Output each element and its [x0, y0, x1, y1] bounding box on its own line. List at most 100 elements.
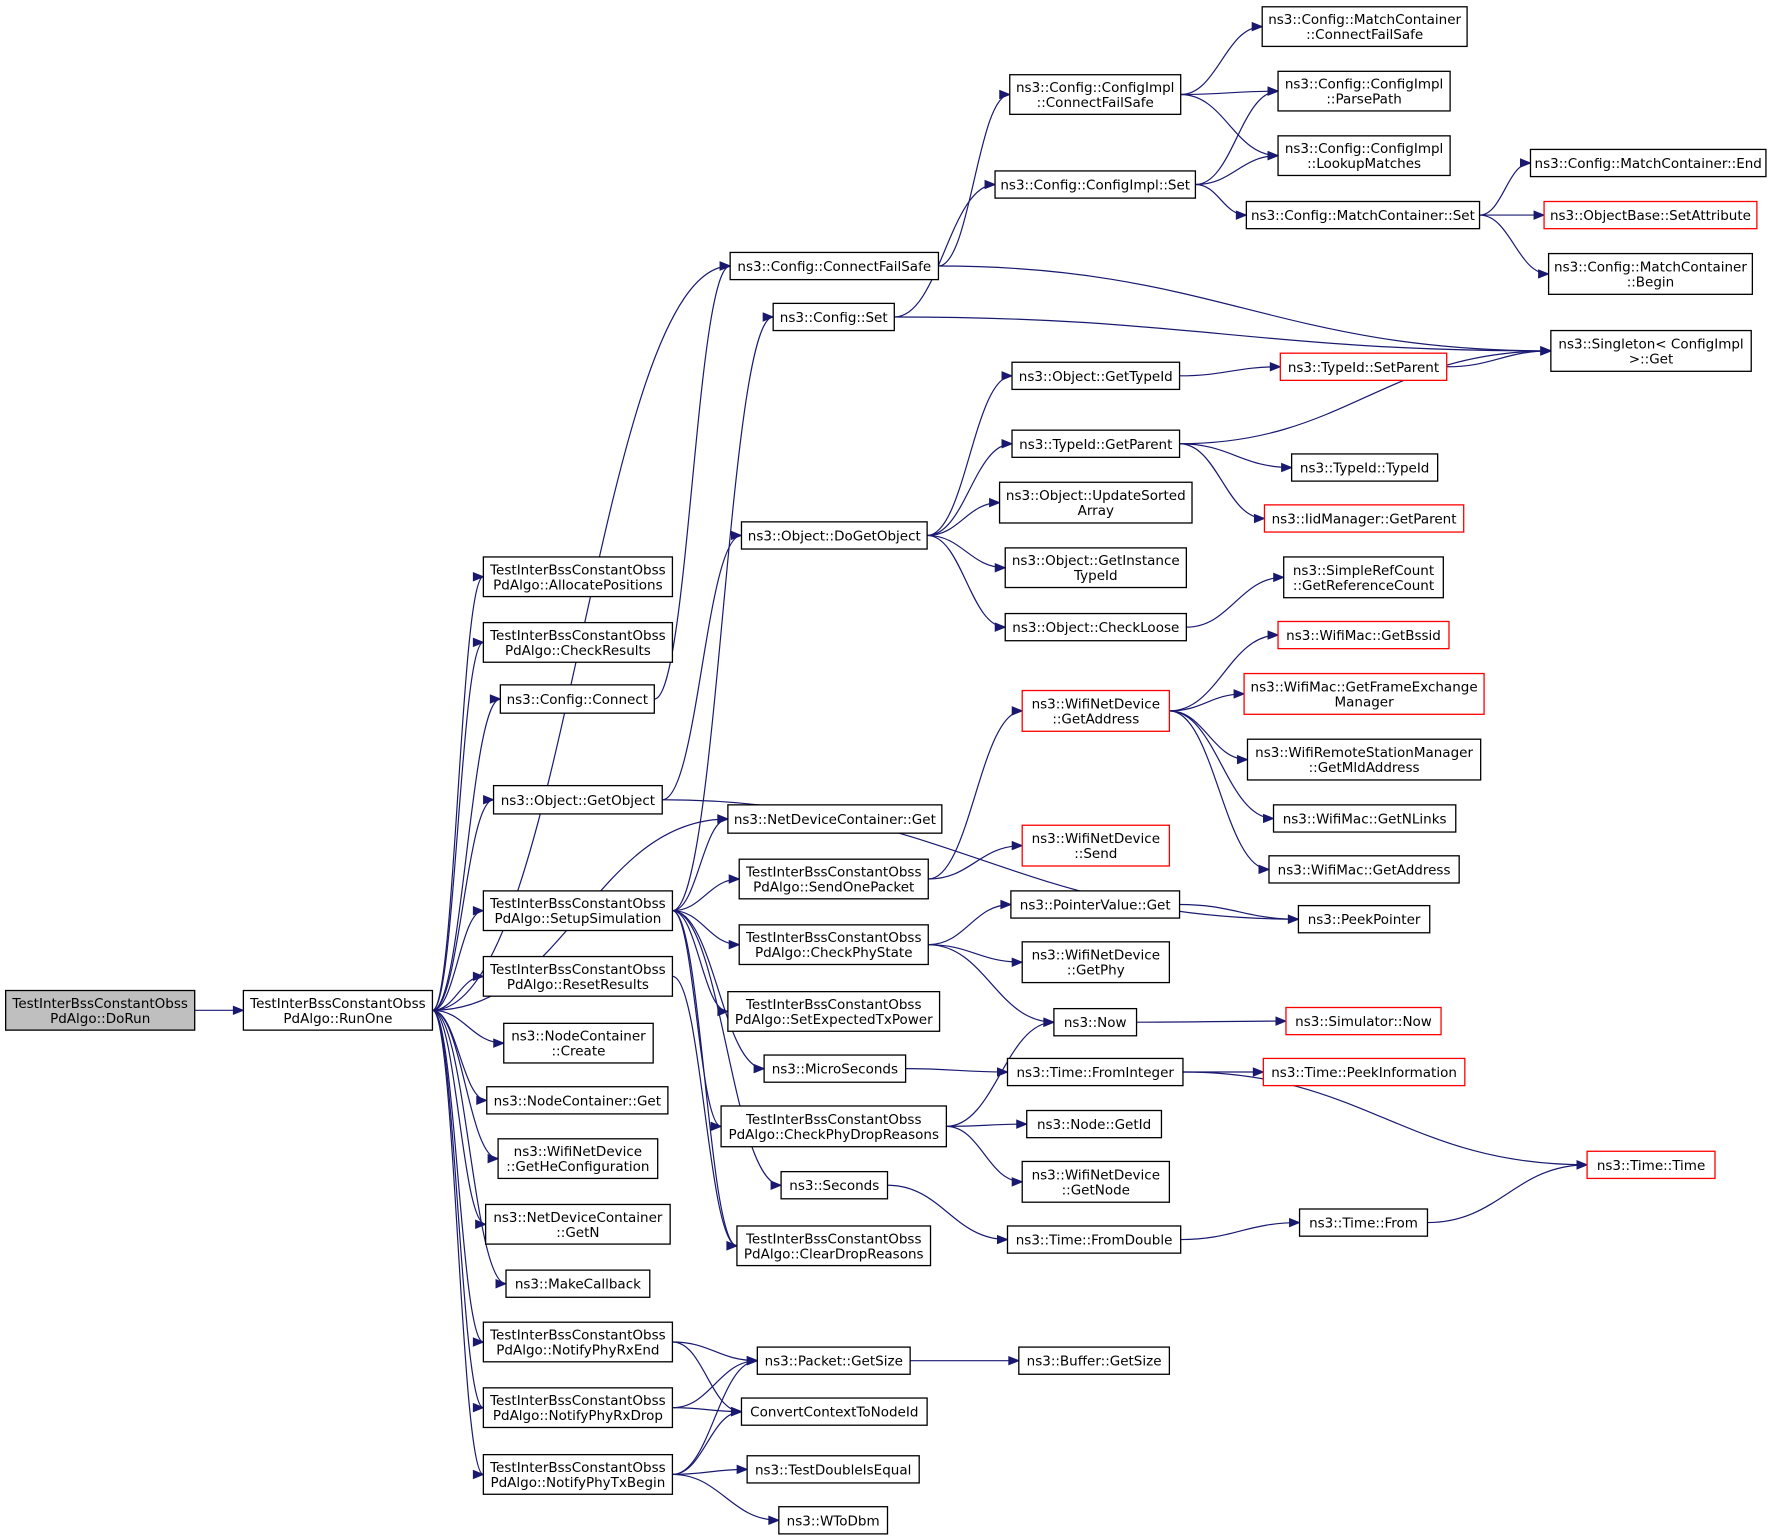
node-tidtypeid[interactable]: ns3::TypeId::TypeId — [1290, 453, 1439, 482]
node-objcheckloose[interactable]: ns3::Object::CheckLoose — [1004, 612, 1188, 642]
node-cfgconnect[interactable]: ns3::Config::Connect — [499, 684, 655, 714]
node-box — [242, 989, 434, 1031]
node-singleton[interactable]: ns3::Singleton< ConfigImpl >::Get — [1550, 329, 1752, 372]
node-notifyrxdrop[interactable]: TestInterBssConstantObssPdAlgo::NotifyPh… — [482, 1387, 674, 1429]
node-mcend[interactable]: ns3::Config::MatchContainer::End — [1529, 148, 1767, 178]
node-label-line: ns3::WifiNetDevice — [1032, 1167, 1160, 1183]
edge-setupsim-to-ndcget — [672, 814, 730, 912]
node-testdbl[interactable]: ns3::TestDoubleIsEqual — [746, 1455, 920, 1484]
edge-line — [1179, 366, 1281, 377]
edge-arrowhead — [1269, 362, 1282, 372]
node-iidgetparent[interactable]: ns3::IidManager::GetParent — [1263, 504, 1465, 533]
node-bufgetsize[interactable]: ns3::Buffer::GetSize — [1018, 1346, 1171, 1375]
node-wtodbm[interactable]: ns3::WToDbm — [778, 1506, 889, 1535]
node-box — [1283, 556, 1444, 599]
node-sendone[interactable]: TestInterBssConstantObssPdAlgo::SendOneP… — [738, 858, 929, 900]
node-simnow[interactable]: ns3::Simulator::Now — [1285, 1006, 1442, 1036]
node-timefromdbl[interactable]: ns3::Time::FromDouble — [1006, 1225, 1182, 1254]
node-cfgconnectfs[interactable]: ns3::Config::ConnectFailSafe — [729, 251, 940, 281]
edge-line — [928, 944, 1054, 1023]
node-setexptx[interactable]: TestInterBssConstantObssPdAlgo::SetExpec… — [727, 990, 941, 1032]
edge-arrowhead — [726, 1241, 739, 1251]
node-wndgetaddr[interactable]: ns3::WifiNetDevice::GetAddress — [1021, 689, 1171, 732]
node-notifyrxend[interactable]: TestInterBssConstantObssPdAlgo::NotifyPh… — [482, 1321, 674, 1363]
node-box — [1297, 904, 1431, 934]
node-ncget[interactable]: ns3::NodeContainer::Get — [486, 1086, 669, 1115]
edge-dogetobject-to-tidgetparent — [927, 439, 1014, 537]
node-getobject[interactable]: ns3::Object::GetObject — [492, 784, 663, 815]
node-timefromint[interactable]: ns3::Time::FromInteger — [1006, 1057, 1184, 1087]
edge-line — [938, 265, 1551, 352]
edge-mcset-to-obsetattr — [1479, 210, 1546, 220]
node-label-line: ns3::WifiMac::GetAddress — [1278, 862, 1451, 878]
node-seconds[interactable]: ns3::Seconds — [780, 1170, 889, 1200]
edge-runone-to-cfgconnect — [432, 694, 502, 1011]
node-implset[interactable]: ns3::Config::ConfigImpl::Set — [994, 170, 1197, 199]
node-implconnfs[interactable]: ns3::Config::ConfigImpl::ConnectFailSafe — [1009, 74, 1182, 115]
node-objgettid[interactable]: ns3::Object::GetTypeId — [1011, 361, 1181, 391]
node-label-line: PdAlgo::AllocatePositions — [493, 577, 663, 593]
node-mcconnfs[interactable]: ns3::Config::MatchContainer::ConnectFail… — [1261, 6, 1468, 48]
edge-line — [1479, 162, 1531, 216]
node-wndsend[interactable]: ns3::WifiNetDevice::Send — [1021, 824, 1171, 867]
node-gethecfg[interactable]: ns3::WifiNetDevice::GetHeConfiguration — [497, 1138, 659, 1180]
node-timefrom[interactable]: ns3::Time::From — [1298, 1208, 1429, 1237]
node-srcgetref[interactable]: ns3::SimpleRefCount::GetReferenceCount — [1283, 556, 1444, 599]
node-label-line: PdAlgo::NotifyPhyRxDrop — [493, 1408, 663, 1424]
node-label-line: ns3::Time::PeekInformation — [1271, 1065, 1457, 1081]
node-mcbegin[interactable]: ns3::Config::MatchContainer::Begin — [1547, 252, 1754, 295]
edge-line — [927, 534, 1006, 569]
node-macgetbssid[interactable]: ns3::WifiMac::GetBssid — [1277, 620, 1450, 650]
node-implparse[interactable]: ns3::Config::ConfigImpl::ParsePath — [1277, 70, 1451, 112]
node-ndcgetn[interactable]: ns3::NetDeviceContainer::GetN — [484, 1203, 671, 1245]
node-ptrvalget[interactable]: ns3::PointerValue::Get — [1010, 890, 1181, 919]
node-setupsim[interactable]: TestInterBssConstantObssPdAlgo::SetupSim… — [482, 890, 674, 932]
node-macgetnlinks[interactable]: ns3::WifiMac::GetNLinks — [1272, 804, 1457, 833]
node-label-line: ns3::WToDbm — [787, 1513, 880, 1529]
node-label-line: ns3::NodeContainer — [511, 1029, 646, 1045]
edge-line — [672, 910, 765, 1070]
node-cleardrop[interactable]: TestInterBssConstantObssPdAlgo::ClearDro… — [736, 1225, 932, 1267]
node-tidgetparent[interactable]: ns3::TypeId::GetParent — [1011, 429, 1181, 458]
node-obsetattr[interactable]: ns3::ObjectBase::SetAttribute — [1543, 200, 1758, 230]
node-wndgetnode[interactable]: ns3::WifiNetDevice::GetNode — [1021, 1160, 1171, 1203]
node-checkphy[interactable]: TestInterBssConstantObssPdAlgo::CheckPhy… — [738, 924, 929, 966]
node-ndcget[interactable]: ns3::NetDeviceContainer::Get — [727, 804, 943, 834]
node-macgetaddr[interactable]: ns3::WifiMac::GetAddress — [1268, 855, 1460, 884]
node-label-line: ns3::TypeId::TypeId — [1300, 461, 1430, 477]
node-wndgetphy[interactable]: ns3::WifiNetDevice::GetPhy — [1021, 941, 1171, 984]
node-microsec[interactable]: ns3::MicroSeconds — [763, 1054, 907, 1083]
node-nodegetid[interactable]: ns3::Node::GetId — [1026, 1109, 1163, 1139]
node-now[interactable]: ns3::Now — [1053, 1007, 1138, 1037]
node-rsmgetmld[interactable]: ns3::WifiRemoteStationManager::GetMldAdd… — [1246, 738, 1482, 781]
edge-line — [928, 845, 1023, 880]
node-pktgetsize[interactable]: ns3::Packet::GetSize — [756, 1346, 911, 1375]
node-impllookup[interactable]: ns3::Config::ConfigImpl::LookupMatches — [1277, 135, 1451, 177]
node-cfgset[interactable]: ns3::Config::Set — [772, 302, 895, 332]
node-tidsetparent[interactable]: ns3::TypeId::SetParent — [1279, 352, 1448, 382]
node-resetres[interactable]: TestInterBssConstantObssPdAlgo::ResetRes… — [482, 955, 674, 997]
node-checkdrop[interactable]: TestInterBssConstantObssPdAlgo::CheckPhy… — [720, 1105, 948, 1148]
node-peekptr[interactable]: ns3::PeekPointer — [1297, 904, 1431, 934]
node-timetime[interactable]: ns3::Time::Time — [1586, 1150, 1716, 1180]
node-checkres[interactable]: TestInterBssConstantObssPdAlgo::CheckRes… — [482, 621, 674, 663]
node-label-line: ::LookupMatches — [1307, 156, 1421, 172]
node-box — [1026, 1109, 1163, 1139]
node-timepeekinfo[interactable]: ns3::Time::PeekInformation — [1262, 1057, 1466, 1087]
node-nccreate[interactable]: ns3::NodeContainer::Create — [503, 1022, 654, 1064]
edge-arrowhead — [1016, 1119, 1029, 1129]
edge-arrowhead — [472, 1469, 485, 1480]
node-mcset[interactable]: ns3::Config::MatchContainer::Set — [1245, 200, 1481, 230]
edge-line — [672, 1360, 758, 1409]
node-label-line: ::Create — [551, 1044, 605, 1060]
node-makecb[interactable]: ns3::MakeCallback — [505, 1269, 651, 1298]
node-notifytxbegin[interactable]: TestInterBssConstantObssPdAlgo::NotifyPh… — [482, 1453, 674, 1495]
node-allocpos[interactable]: TestInterBssConstantObssPdAlgo::Allocate… — [482, 556, 674, 598]
node-dogetobject[interactable]: ns3::Object::DoGetObject — [740, 521, 928, 550]
node-convctx[interactable]: ConvertContextToNodeId — [740, 1397, 928, 1426]
